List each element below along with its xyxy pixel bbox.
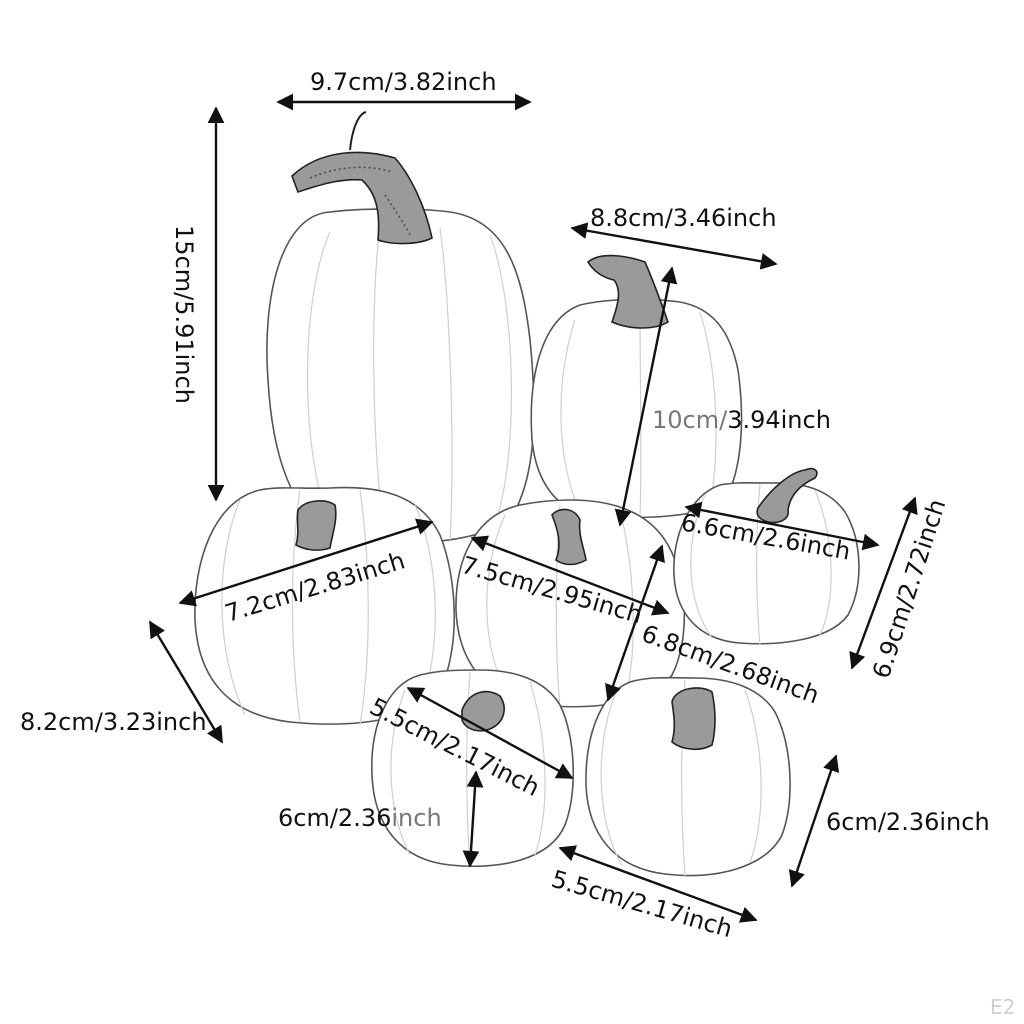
center-height-arrow — [605, 544, 665, 702]
pumpkin-small-right — [585, 676, 791, 877]
small-right-height-arrow — [788, 754, 840, 888]
pumpkin-tall — [530, 254, 743, 519]
right-height-label: 6.9cm/2.72inch — [867, 496, 951, 682]
tall-height-label: 10cm/3.94inch — [652, 406, 831, 434]
mid-left-height-arrow — [148, 620, 224, 744]
tall-width-label: 8.8cm/3.46inch — [590, 204, 777, 232]
tall-height-arrow — [614, 266, 678, 527]
small-right-width-arrow — [558, 845, 758, 923]
tall-width-arrow — [570, 222, 778, 270]
pumpkin-large — [266, 111, 535, 544]
small-right-height-label: 6cm/2.36inch — [826, 808, 990, 836]
small-right-width-label: 5.5cm/2.17inch — [548, 865, 735, 943]
mid-left-height-label: 8.2cm/3.23inch — [20, 708, 207, 736]
small-left-width-arrow — [406, 686, 574, 780]
right-height-arrow — [849, 496, 918, 670]
product-code-label: E2 — [990, 995, 1015, 1019]
large-width-label: 9.7cm/3.82inch — [310, 68, 497, 96]
mid-left-width-arrow — [178, 518, 434, 607]
small-left-height-label: 6cm/2.36inch — [278, 804, 442, 832]
small-left-height-arrow — [462, 770, 484, 868]
large-height-label: 15cm/5.91inch — [170, 225, 198, 404]
right-width-arrow — [684, 501, 880, 551]
